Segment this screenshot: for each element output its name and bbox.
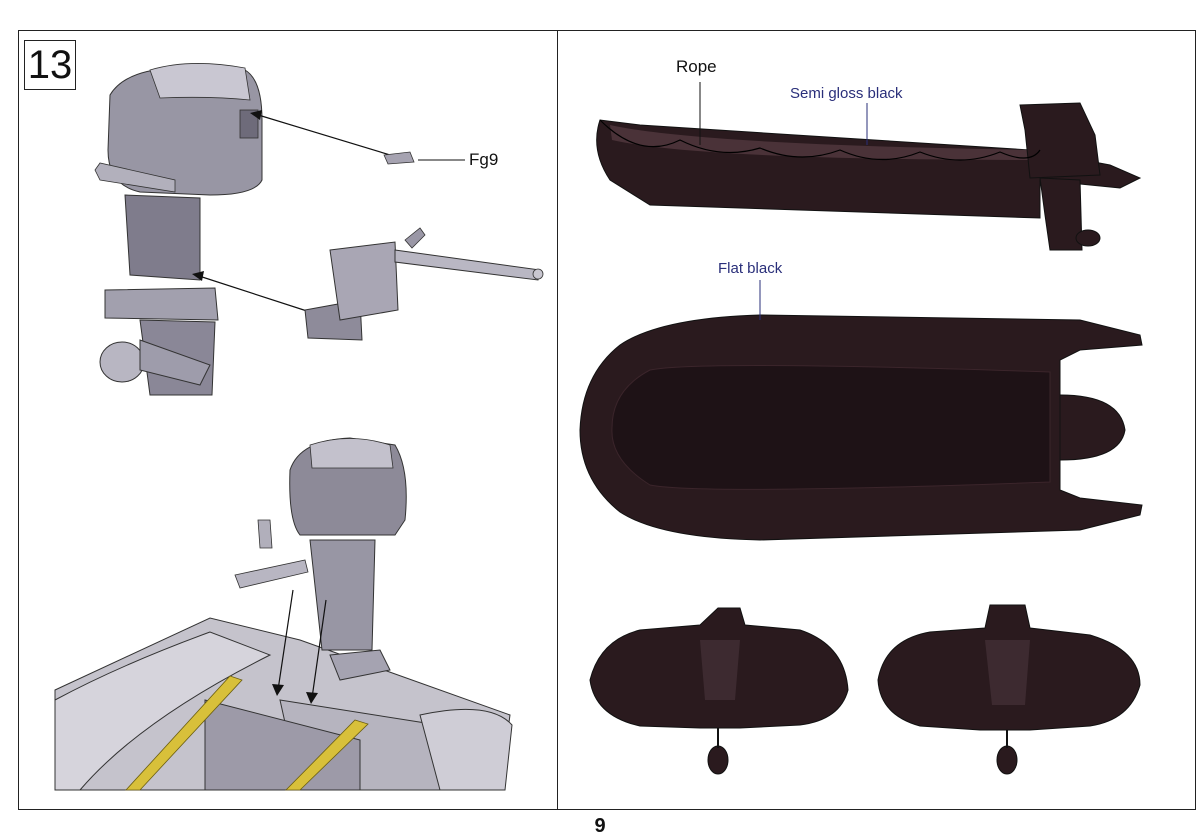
panel-divider: [557, 30, 558, 810]
motor-on-boat-illustration: [54, 437, 513, 791]
boat-side-view: [596, 82, 1142, 251]
rope-label: Rope: [676, 57, 717, 76]
page-number: 9: [594, 815, 606, 837]
flat-black-label: Flat black: [718, 260, 783, 277]
boat-top-view: [579, 280, 1143, 541]
boat-front-view: [589, 607, 849, 775]
outboard-motor-exploded: [94, 63, 544, 396]
part-fg9-label: Fg9: [469, 150, 499, 169]
boat-rear-view: [877, 604, 1141, 775]
step-number-box: 13: [24, 40, 76, 90]
semi-gloss-black-label: Semi gloss black: [790, 85, 903, 102]
